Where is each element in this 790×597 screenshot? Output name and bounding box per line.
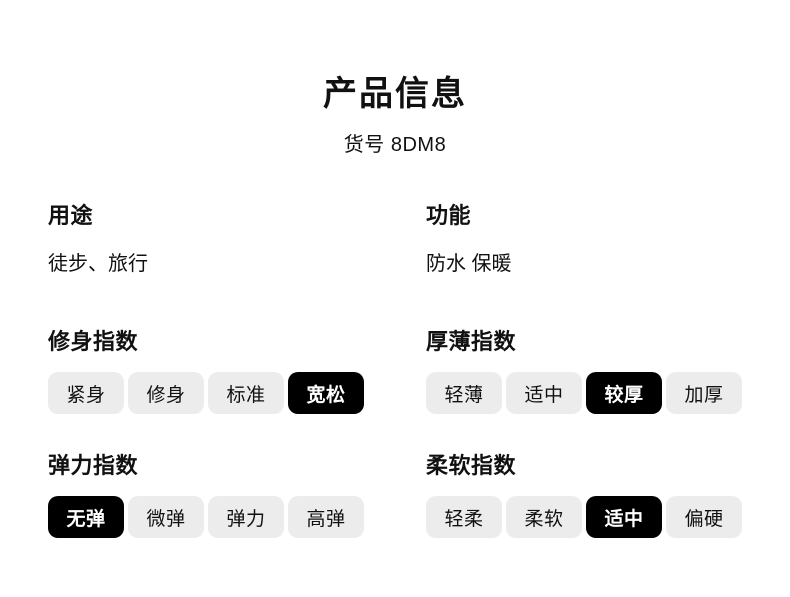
elasticity-option-stretch[interactable]: 弹力: [208, 496, 284, 538]
softness-option-medium[interactable]: 适中: [586, 496, 662, 538]
section-fit-index: 修身指数 紧身 修身 标准 宽松: [48, 330, 364, 414]
left-column: 用途 徒步、旅行 修身指数 紧身 修身 标准 宽松 弹力指数 无弹 微弹 弹力: [48, 204, 364, 538]
fit-option-standard[interactable]: 标准: [208, 372, 284, 414]
softness-option-firm[interactable]: 偏硬: [666, 496, 742, 538]
thickness-index-heading: 厚薄指数: [426, 329, 517, 354]
fit-pill-row: 紧身 修身 标准 宽松: [48, 372, 364, 414]
elasticity-option-slight[interactable]: 微弹: [128, 496, 204, 538]
section-softness-index: 柔软指数 轻柔 柔软 适中 偏硬: [426, 454, 742, 538]
elasticity-option-none[interactable]: 无弹: [48, 496, 124, 538]
header: 产品信息 货号 8DM8: [0, 0, 790, 158]
section-function: 功能 防水 保暖: [426, 204, 742, 278]
softness-option-light-soft[interactable]: 轻柔: [426, 496, 502, 538]
softness-index-heading: 柔软指数: [426, 453, 517, 478]
elasticity-pill-row: 无弹 微弹 弹力 高弹: [48, 496, 364, 538]
thickness-pill-row: 轻薄 适中 较厚 加厚: [426, 372, 742, 414]
fit-index-heading: 修身指数: [48, 329, 139, 354]
function-value: 防水 保暖: [426, 253, 512, 275]
section-usage: 用途 徒步、旅行: [48, 204, 364, 278]
elasticity-option-high[interactable]: 高弹: [288, 496, 364, 538]
right-column: 功能 防水 保暖 厚薄指数 轻薄 适中 较厚 加厚 柔软指数 轻柔 柔软 适中: [426, 204, 742, 538]
section-thickness-index: 厚薄指数 轻薄 适中 较厚 加厚: [426, 330, 742, 414]
function-heading: 功能: [426, 203, 472, 228]
page-title: 产品信息: [323, 75, 467, 113]
fit-option-tight[interactable]: 紧身: [48, 372, 124, 414]
elasticity-index-heading: 弹力指数: [48, 453, 139, 478]
section-elasticity-index: 弹力指数 无弹 微弹 弹力 高弹: [48, 454, 364, 538]
thickness-option-thicker[interactable]: 较厚: [586, 372, 662, 414]
usage-value: 徒步、旅行: [48, 253, 148, 275]
softness-pill-row: 轻柔 柔软 适中 偏硬: [426, 496, 742, 538]
fit-option-slim[interactable]: 修身: [128, 372, 204, 414]
thickness-option-thin[interactable]: 轻薄: [426, 372, 502, 414]
product-info-panel: 产品信息 货号 8DM8 用途 徒步、旅行 修身指数 紧身 修身 标准 宽松 弹…: [0, 0, 790, 538]
fit-option-loose[interactable]: 宽松: [288, 372, 364, 414]
content-grid: 用途 徒步、旅行 修身指数 紧身 修身 标准 宽松 弹力指数 无弹 微弹 弹力: [0, 204, 790, 538]
item-number: 货号 8DM8: [343, 134, 447, 156]
usage-heading: 用途: [48, 203, 94, 228]
softness-option-soft[interactable]: 柔软: [506, 496, 582, 538]
thickness-option-extra-thick[interactable]: 加厚: [666, 372, 742, 414]
thickness-option-medium[interactable]: 适中: [506, 372, 582, 414]
